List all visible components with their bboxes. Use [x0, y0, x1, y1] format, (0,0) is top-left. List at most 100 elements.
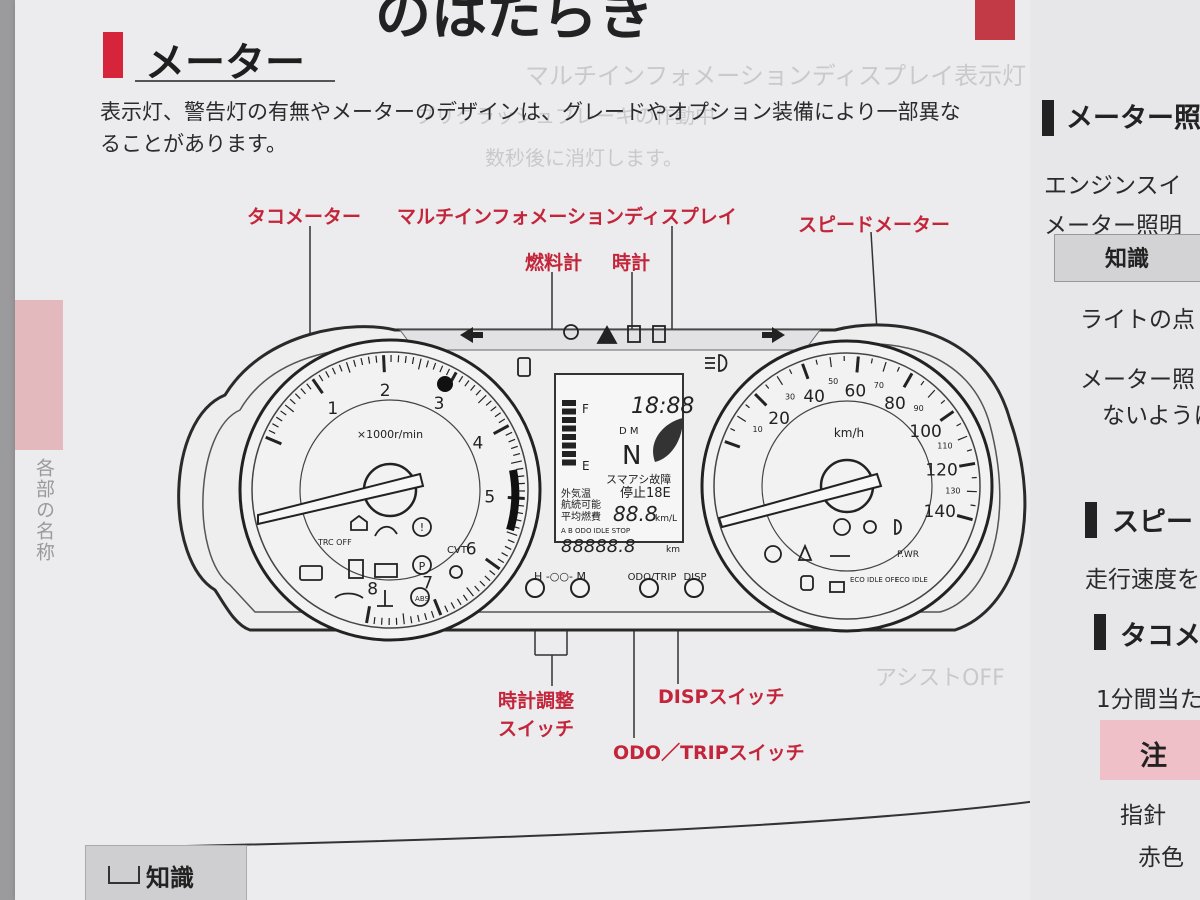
tachometer-tick	[265, 435, 282, 446]
tachometer-tick	[275, 416, 283, 422]
speedometer-tick	[939, 410, 955, 422]
mid-line-2: 外気温	[561, 487, 591, 500]
caution-line-2: 赤色	[1138, 845, 1184, 871]
speedometer-tick	[927, 389, 936, 398]
tachometer-tick	[411, 356, 415, 365]
high-beam-icon	[718, 354, 728, 372]
tachometer-tick	[484, 575, 491, 582]
tachometer-tick	[492, 424, 510, 436]
knowledge-box: 知識	[85, 845, 247, 900]
intro-text: 表示灯、警告灯の有無やメーターのデザインは、グレードやオプション装備により一部異…	[100, 96, 1030, 160]
door-icon	[374, 525, 398, 537]
clock-m-knob[interactable]	[570, 578, 590, 598]
clock-h-knob[interactable]	[525, 578, 545, 598]
parking-icon	[412, 555, 432, 575]
speedometer-number: 120	[925, 460, 957, 480]
speedometer-tick	[754, 393, 768, 407]
disp-knob[interactable]	[684, 578, 704, 598]
tachometer-tick	[280, 410, 287, 416]
tachometer-tick	[489, 570, 496, 576]
speedometer-number: 20	[768, 409, 790, 429]
tachometer-tick	[504, 545, 512, 550]
tachometer-tick	[272, 423, 279, 428]
fuel-pump-icon	[517, 357, 531, 377]
tachometer-number: 3	[434, 394, 445, 414]
tachometer-tick	[477, 394, 487, 404]
ghost-text-1: マルチインフォメーションディスプレイ表示灯	[525, 62, 1027, 90]
speedometer-number: 40	[803, 387, 825, 407]
speedometer-number: 140	[924, 502, 956, 522]
hm-switch-label: H -○○- M	[534, 570, 586, 583]
slip-icon	[350, 514, 368, 531]
mid-full: F	[582, 402, 589, 416]
battery-icon	[374, 563, 398, 578]
svg-text:ABS: ABS	[415, 595, 429, 603]
tachometer-tick	[470, 384, 476, 391]
speedometer-tick	[801, 363, 810, 380]
svg-text:!: !	[420, 521, 424, 534]
speedometer-tick	[957, 435, 968, 441]
temp-icon	[377, 590, 393, 607]
speedometer-tick	[956, 514, 973, 522]
speedometer-minor-number: 50	[828, 377, 838, 386]
section-title: メーター	[145, 40, 305, 86]
label-clock: 時計	[612, 252, 651, 274]
airbag-icon	[449, 565, 463, 579]
pwr-label: P.WR	[897, 550, 919, 560]
fuel-bar	[562, 459, 576, 466]
tachometer-tick	[311, 378, 324, 395]
fuel-bar	[562, 408, 576, 415]
tachometer-tick	[284, 404, 295, 413]
tachometer-tick	[485, 400, 492, 406]
tachometer-tick	[417, 614, 420, 622]
tachometer-tick	[289, 398, 296, 405]
speedo-indicator-icons	[764, 518, 902, 593]
tachometer-tick	[331, 367, 336, 375]
tachometer-tick	[466, 587, 474, 597]
tachometer-tick	[517, 475, 525, 478]
book-icon	[108, 866, 140, 884]
master-warning-icon	[596, 325, 618, 344]
speedometer-tick	[966, 449, 972, 452]
caution-line-1: 指針	[1120, 803, 1166, 829]
odo-trip-switch-label: ODO/TRIP	[628, 572, 677, 583]
intro-line-1: 表示灯、警告灯の有無やメーターのデザインは、グレードやオプション装備により一部異…	[100, 100, 961, 124]
section-bar	[103, 32, 123, 78]
speedometer-needle	[717, 472, 883, 529]
tachometer-tick	[367, 356, 371, 364]
tachometer-tick	[462, 594, 468, 601]
ghost-text-3: 数秒後に消灯します。	[485, 146, 683, 170]
odo-trip-knob[interactable]	[639, 578, 659, 598]
lane-icon-1	[627, 325, 641, 343]
right-know-2: メーター照	[1080, 367, 1195, 393]
tachometer-tick	[475, 389, 482, 396]
tachometer-tick	[365, 605, 371, 624]
chapter-tab	[15, 300, 63, 450]
tachometer-tick	[450, 602, 456, 609]
speedometer-number: 100	[909, 422, 941, 442]
tachometer-tick	[353, 359, 357, 367]
label-mid: マルチインフォメーションディスプレイ	[397, 206, 737, 228]
mid-empty: E	[582, 459, 590, 473]
label-disp-switch: DISPスイッチ	[658, 686, 785, 708]
tachometer-tick	[433, 598, 443, 616]
tachometer-ticks	[265, 354, 526, 626]
tachometer-tick	[300, 388, 306, 395]
tachometer-tick	[510, 445, 518, 450]
fuel-bar	[562, 442, 576, 449]
tachometer-tick	[439, 365, 444, 373]
right-know-1: ライトの点	[1080, 307, 1195, 333]
mid-odometer: 88888.8	[561, 536, 635, 557]
right-para-3: 1分間当た	[1096, 687, 1200, 713]
fuel-gauge-bars	[562, 400, 576, 466]
tachometer-number: 1	[327, 399, 338, 419]
oil-icon	[334, 592, 364, 599]
turn-left-icon	[460, 327, 483, 343]
tachometer-tick	[498, 418, 506, 424]
speedometer-number: 80	[884, 394, 906, 414]
tachometer-tick	[445, 368, 451, 376]
speedometer-tick	[959, 461, 976, 468]
mid-gear: N	[622, 441, 641, 471]
